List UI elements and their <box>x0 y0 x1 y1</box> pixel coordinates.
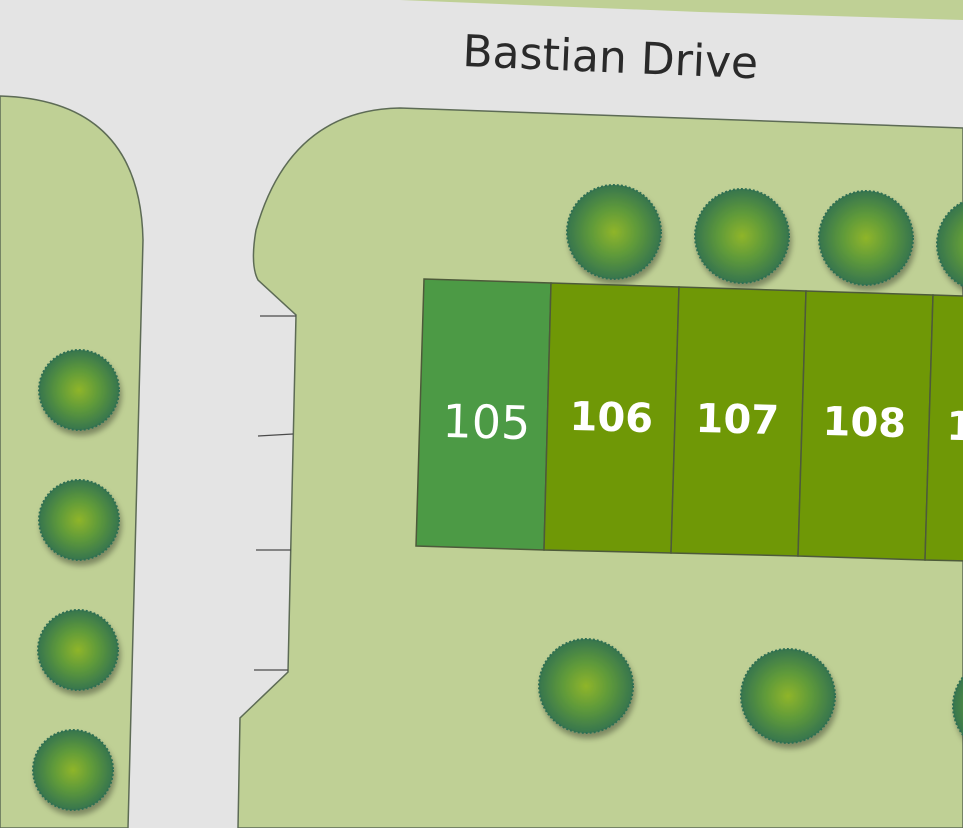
tree-column-west <box>32 349 120 811</box>
tree-icon <box>740 648 836 744</box>
north-lawn <box>400 0 963 20</box>
tree-icon <box>37 609 119 691</box>
tree-icon <box>38 349 120 431</box>
lot-109-partial[interactable]: 1 <box>924 294 963 563</box>
lot-108[interactable]: 108 <box>797 290 934 561</box>
parking-lines <box>254 315 296 671</box>
tree-icon <box>38 479 120 561</box>
tree-icon <box>32 729 114 811</box>
tree-row-north <box>566 184 963 288</box>
west-lawn-island <box>0 95 144 828</box>
lot-106[interactable]: 106 <box>543 282 680 554</box>
lot-number: 108 <box>822 399 907 447</box>
tree-icon <box>538 638 634 734</box>
lot-number: 1 <box>946 404 963 451</box>
lot-number: 105 <box>442 394 531 450</box>
tree-icon <box>694 188 790 284</box>
tree-icon <box>566 184 662 280</box>
tree-icon <box>952 675 963 737</box>
street-name-label: Bastian Drive <box>462 26 760 89</box>
lot-105[interactable]: 105 <box>415 278 552 551</box>
lot-row: 105 106 107 108 1 <box>415 278 963 563</box>
tree-icon <box>936 200 963 288</box>
lot-number: 107 <box>695 396 780 444</box>
lot-number: 106 <box>569 394 654 442</box>
lot-107[interactable]: 107 <box>670 286 807 557</box>
tree-row-south <box>538 638 963 744</box>
tree-icon <box>818 190 914 286</box>
